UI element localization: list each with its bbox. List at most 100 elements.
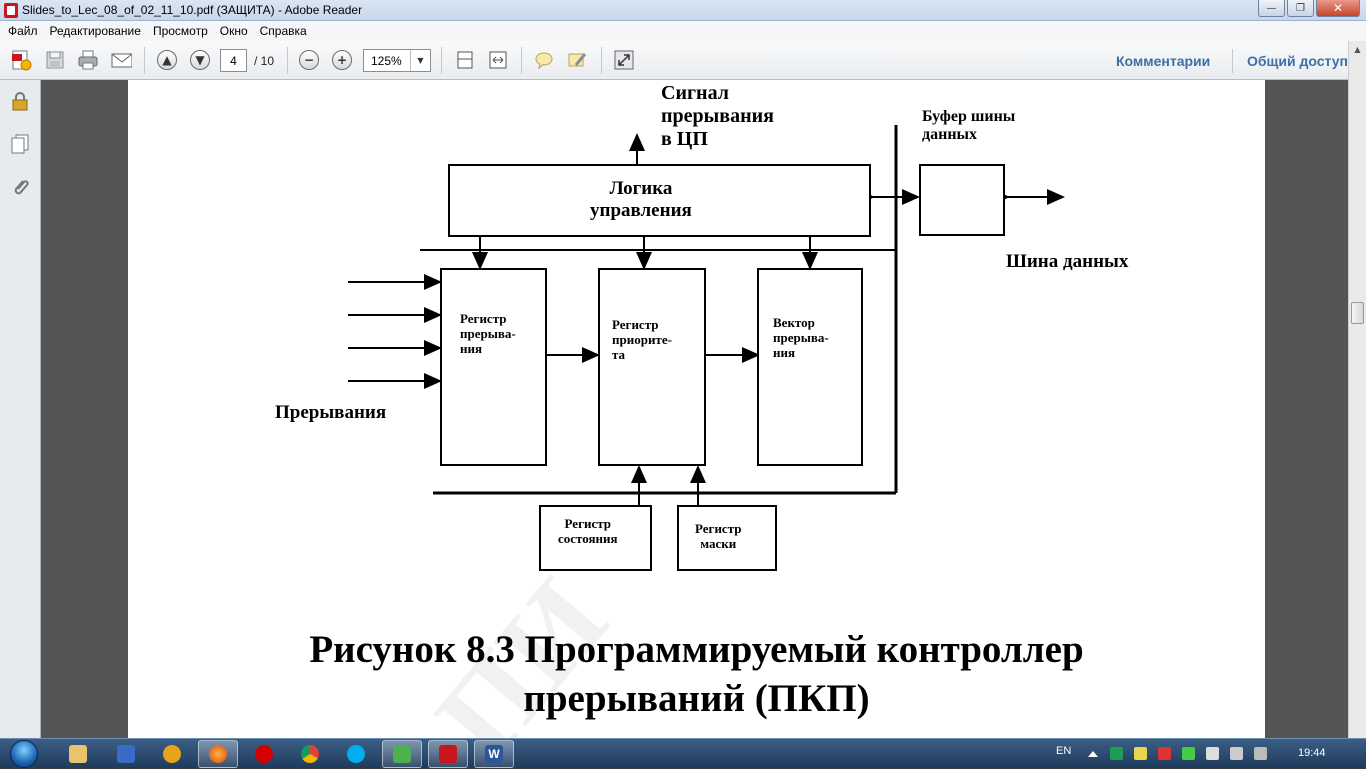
lock-icon[interactable] xyxy=(9,90,31,112)
control-logic-box: Логика управления xyxy=(448,164,871,237)
highlight-icon[interactable] xyxy=(566,49,588,71)
opera-taskbar-button[interactable] xyxy=(244,740,284,768)
app-taskbar-button[interactable] xyxy=(382,740,422,768)
control-logic-label: Логика управления xyxy=(590,178,692,221)
share-button[interactable]: Общий доступ xyxy=(1247,53,1348,69)
menu-help[interactable]: Справка xyxy=(259,24,307,38)
app-icon xyxy=(163,745,181,763)
menu-bar: Файл Редактирование Просмотр Окно Справк… xyxy=(0,21,1366,41)
scroll-thumb[interactable] xyxy=(1351,302,1364,324)
interrupt-register-box: Регистр прерыва- ния xyxy=(440,268,547,466)
toolbar-separator xyxy=(1232,49,1233,73)
taskbar: W EN 19:44 xyxy=(0,738,1366,768)
status-register-label: Регистр состояния xyxy=(558,516,618,546)
start-button[interactable] xyxy=(4,739,44,769)
fit-page-icon[interactable] xyxy=(454,49,476,71)
utorrent-icon[interactable] xyxy=(1110,747,1123,760)
word-icon: W xyxy=(485,745,503,763)
scroll-up-icon[interactable]: ▲ xyxy=(1354,45,1361,54)
comment-icon[interactable] xyxy=(533,49,555,71)
print-icon[interactable] xyxy=(77,49,99,71)
status-register-box: Регистр состояния xyxy=(539,505,652,571)
adobe-reader-icon xyxy=(4,3,18,18)
data-bus-buffer-box xyxy=(919,164,1005,236)
pages-icon[interactable] xyxy=(9,133,31,155)
clock[interactable]: 19:44 xyxy=(1298,747,1326,759)
skype-taskbar-button[interactable] xyxy=(336,740,376,768)
tray-app-icon[interactable] xyxy=(1134,747,1147,760)
fit-width-icon[interactable] xyxy=(487,49,509,71)
tray-app-icon[interactable] xyxy=(1206,747,1219,760)
pdf-icon xyxy=(439,745,457,763)
volume-icon[interactable] xyxy=(1254,747,1267,760)
mask-register-box: Регистр маски xyxy=(677,505,777,571)
firefox-taskbar-button[interactable] xyxy=(198,740,238,768)
email-icon[interactable] xyxy=(110,49,132,71)
page-number-input[interactable]: 4 xyxy=(220,49,247,72)
navigation-panel xyxy=(0,80,41,738)
toolbar-separator xyxy=(144,47,145,74)
interrupt-vector-label: Вектор прерыва- ния xyxy=(773,315,829,360)
zoom-select[interactable]: 125% ▼ xyxy=(363,49,431,72)
title-bar: Slides_to_Lec_08_of_02_11_10.pdf (ЗАЩИТА… xyxy=(0,0,1366,21)
explorer-taskbar-button[interactable] xyxy=(58,740,98,768)
diagram-lines xyxy=(348,125,1065,506)
tray-app-icon[interactable] xyxy=(1182,747,1195,760)
show-hidden-icons-icon[interactable] xyxy=(1088,751,1098,757)
adobe-reader-taskbar-button[interactable] xyxy=(428,740,468,768)
vertical-scrollbar[interactable]: ▲ xyxy=(1348,41,1366,738)
close-button[interactable]: ✕ xyxy=(1316,0,1360,17)
toolbar-separator xyxy=(441,47,442,74)
cpu-interrupt-signal-label: Сигнал прерывания в ЦП xyxy=(661,82,774,150)
zoom-out-icon[interactable]: − xyxy=(298,49,320,71)
network-icon[interactable] xyxy=(1230,747,1243,760)
create-pdf-icon[interactable] xyxy=(10,49,32,71)
toolbar-separator xyxy=(601,47,602,74)
data-bus-buffer-label: Буфер шины данных xyxy=(922,108,1016,144)
app-taskbar-button[interactable] xyxy=(152,740,192,768)
floppy-icon xyxy=(117,745,135,763)
attachment-icon[interactable] xyxy=(9,176,31,198)
menu-window[interactable]: Окно xyxy=(219,24,248,38)
window-controls: — ❐ ✕ xyxy=(1258,0,1360,17)
folder-icon xyxy=(69,745,87,763)
firefox-icon xyxy=(209,745,227,763)
pdf-page: ПИ xyxy=(128,80,1265,738)
interrupt-register-label: Регистр прерыва- ния xyxy=(460,311,516,356)
priority-register-label: Регистр приорите- та xyxy=(612,317,672,362)
app-icon xyxy=(393,745,411,763)
windows-logo-icon xyxy=(10,740,38,768)
chrome-icon xyxy=(301,745,319,763)
minimize-button[interactable]: — xyxy=(1258,0,1285,17)
priority-register-box: Регистр приорите- та xyxy=(598,268,706,466)
chevron-down-icon[interactable]: ▼ xyxy=(410,50,430,71)
mask-register-label: Регистр маски xyxy=(695,521,742,551)
menu-file[interactable]: Файл xyxy=(8,24,38,38)
comments-button[interactable]: Комментарии xyxy=(1116,53,1211,69)
menu-edit[interactable]: Редактирование xyxy=(49,24,141,38)
fullscreen-icon[interactable] xyxy=(613,49,635,71)
next-page-icon[interactable]: ▼ xyxy=(189,49,211,71)
document-area: ПИ xyxy=(41,80,1348,738)
interrupt-vector-box: Вектор прерыва- ния xyxy=(757,268,863,466)
figure-caption-line1: Рисунок 8.3 Программируемый контроллер xyxy=(309,628,1084,671)
chrome-taskbar-button[interactable] xyxy=(290,740,330,768)
data-bus-label: Шина данных xyxy=(1006,251,1129,272)
restore-button[interactable]: ❐ xyxy=(1287,0,1314,17)
tray-app-icon[interactable] xyxy=(1158,747,1171,760)
toolbar: ▲ ▼ 4 / 10 − + 125% ▼ Комментарии Общий … xyxy=(0,41,1366,80)
zoom-value: 125% xyxy=(371,54,402,68)
previous-page-icon[interactable]: ▲ xyxy=(156,49,178,71)
zoom-in-icon[interactable]: + xyxy=(331,49,353,71)
menu-view[interactable]: Просмотр xyxy=(152,24,208,38)
skype-icon xyxy=(347,745,365,763)
toolbar-separator xyxy=(287,47,288,74)
app-taskbar-button[interactable] xyxy=(106,740,146,768)
save-icon[interactable] xyxy=(44,49,66,71)
opera-icon xyxy=(255,745,273,763)
window-title: Slides_to_Lec_08_of_02_11_10.pdf (ЗАЩИТА… xyxy=(22,3,363,17)
interrupts-label: Прерывания xyxy=(275,402,387,423)
word-taskbar-button[interactable]: W xyxy=(474,740,514,768)
toolbar-separator xyxy=(521,47,522,74)
language-indicator[interactable]: EN xyxy=(1056,745,1072,757)
